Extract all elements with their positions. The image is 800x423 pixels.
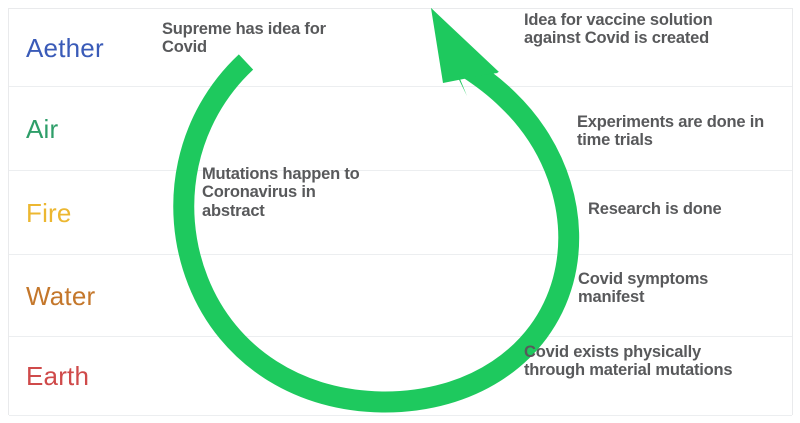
element-label-air: Air: [26, 114, 59, 144]
note-mutations-abstract: Mutations happen to Coronavirus in abstr…: [202, 165, 360, 220]
element-label-fire: Fire: [26, 198, 72, 228]
note-vaccine-idea: Idea for vaccine solution against Covid …: [524, 11, 713, 48]
element-label-aether: Aether: [26, 33, 104, 63]
table-row: Earth: [9, 337, 792, 416]
note-supreme-idea: Supreme has idea for Covid: [162, 20, 326, 57]
note-covid-physical: Covid exists physically through material…: [524, 343, 733, 380]
note-experiments-trials: Experiments are done in time trials: [577, 113, 765, 150]
element-label-water: Water: [26, 281, 96, 311]
note-covid-symptoms: Covid symptoms manifest: [578, 270, 709, 307]
note-research-done: Research is done: [588, 200, 722, 218]
element-label-earth: Earth: [26, 361, 90, 391]
